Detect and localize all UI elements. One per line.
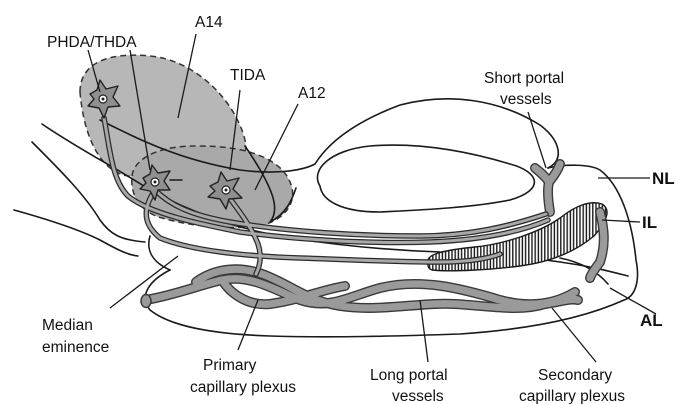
label-primary-1: Primary [203,357,257,374]
label-long-portal-2: vessels [392,388,444,404]
label-primary-2: capillary plexus [190,379,296,396]
long-portal-vessels [141,269,578,308]
label-a12: A12 [298,85,326,102]
label-secondary-2: capillary plexus [519,388,625,404]
label-long-portal-1: Long portal [370,367,448,384]
label-short-portal-1: Short portal [484,70,564,87]
label-a14: A14 [195,14,223,31]
label-median-1: Median [42,317,93,334]
label-tida: TIDA [230,67,266,84]
ventral-surface-outline [14,210,138,256]
label-il: IL [642,213,657,232]
label-secondary-1: Secondary [538,367,612,384]
label-phda-thda: PHDA/THDA [47,34,137,51]
vessel-cut-end [141,295,151,308]
label-short-portal-2: vessels [500,91,552,108]
label-median-2: eminence [42,339,109,356]
posterior-recess-outline [317,145,534,212]
label-nl: NL [652,169,675,188]
label-al: AL [640,311,663,330]
